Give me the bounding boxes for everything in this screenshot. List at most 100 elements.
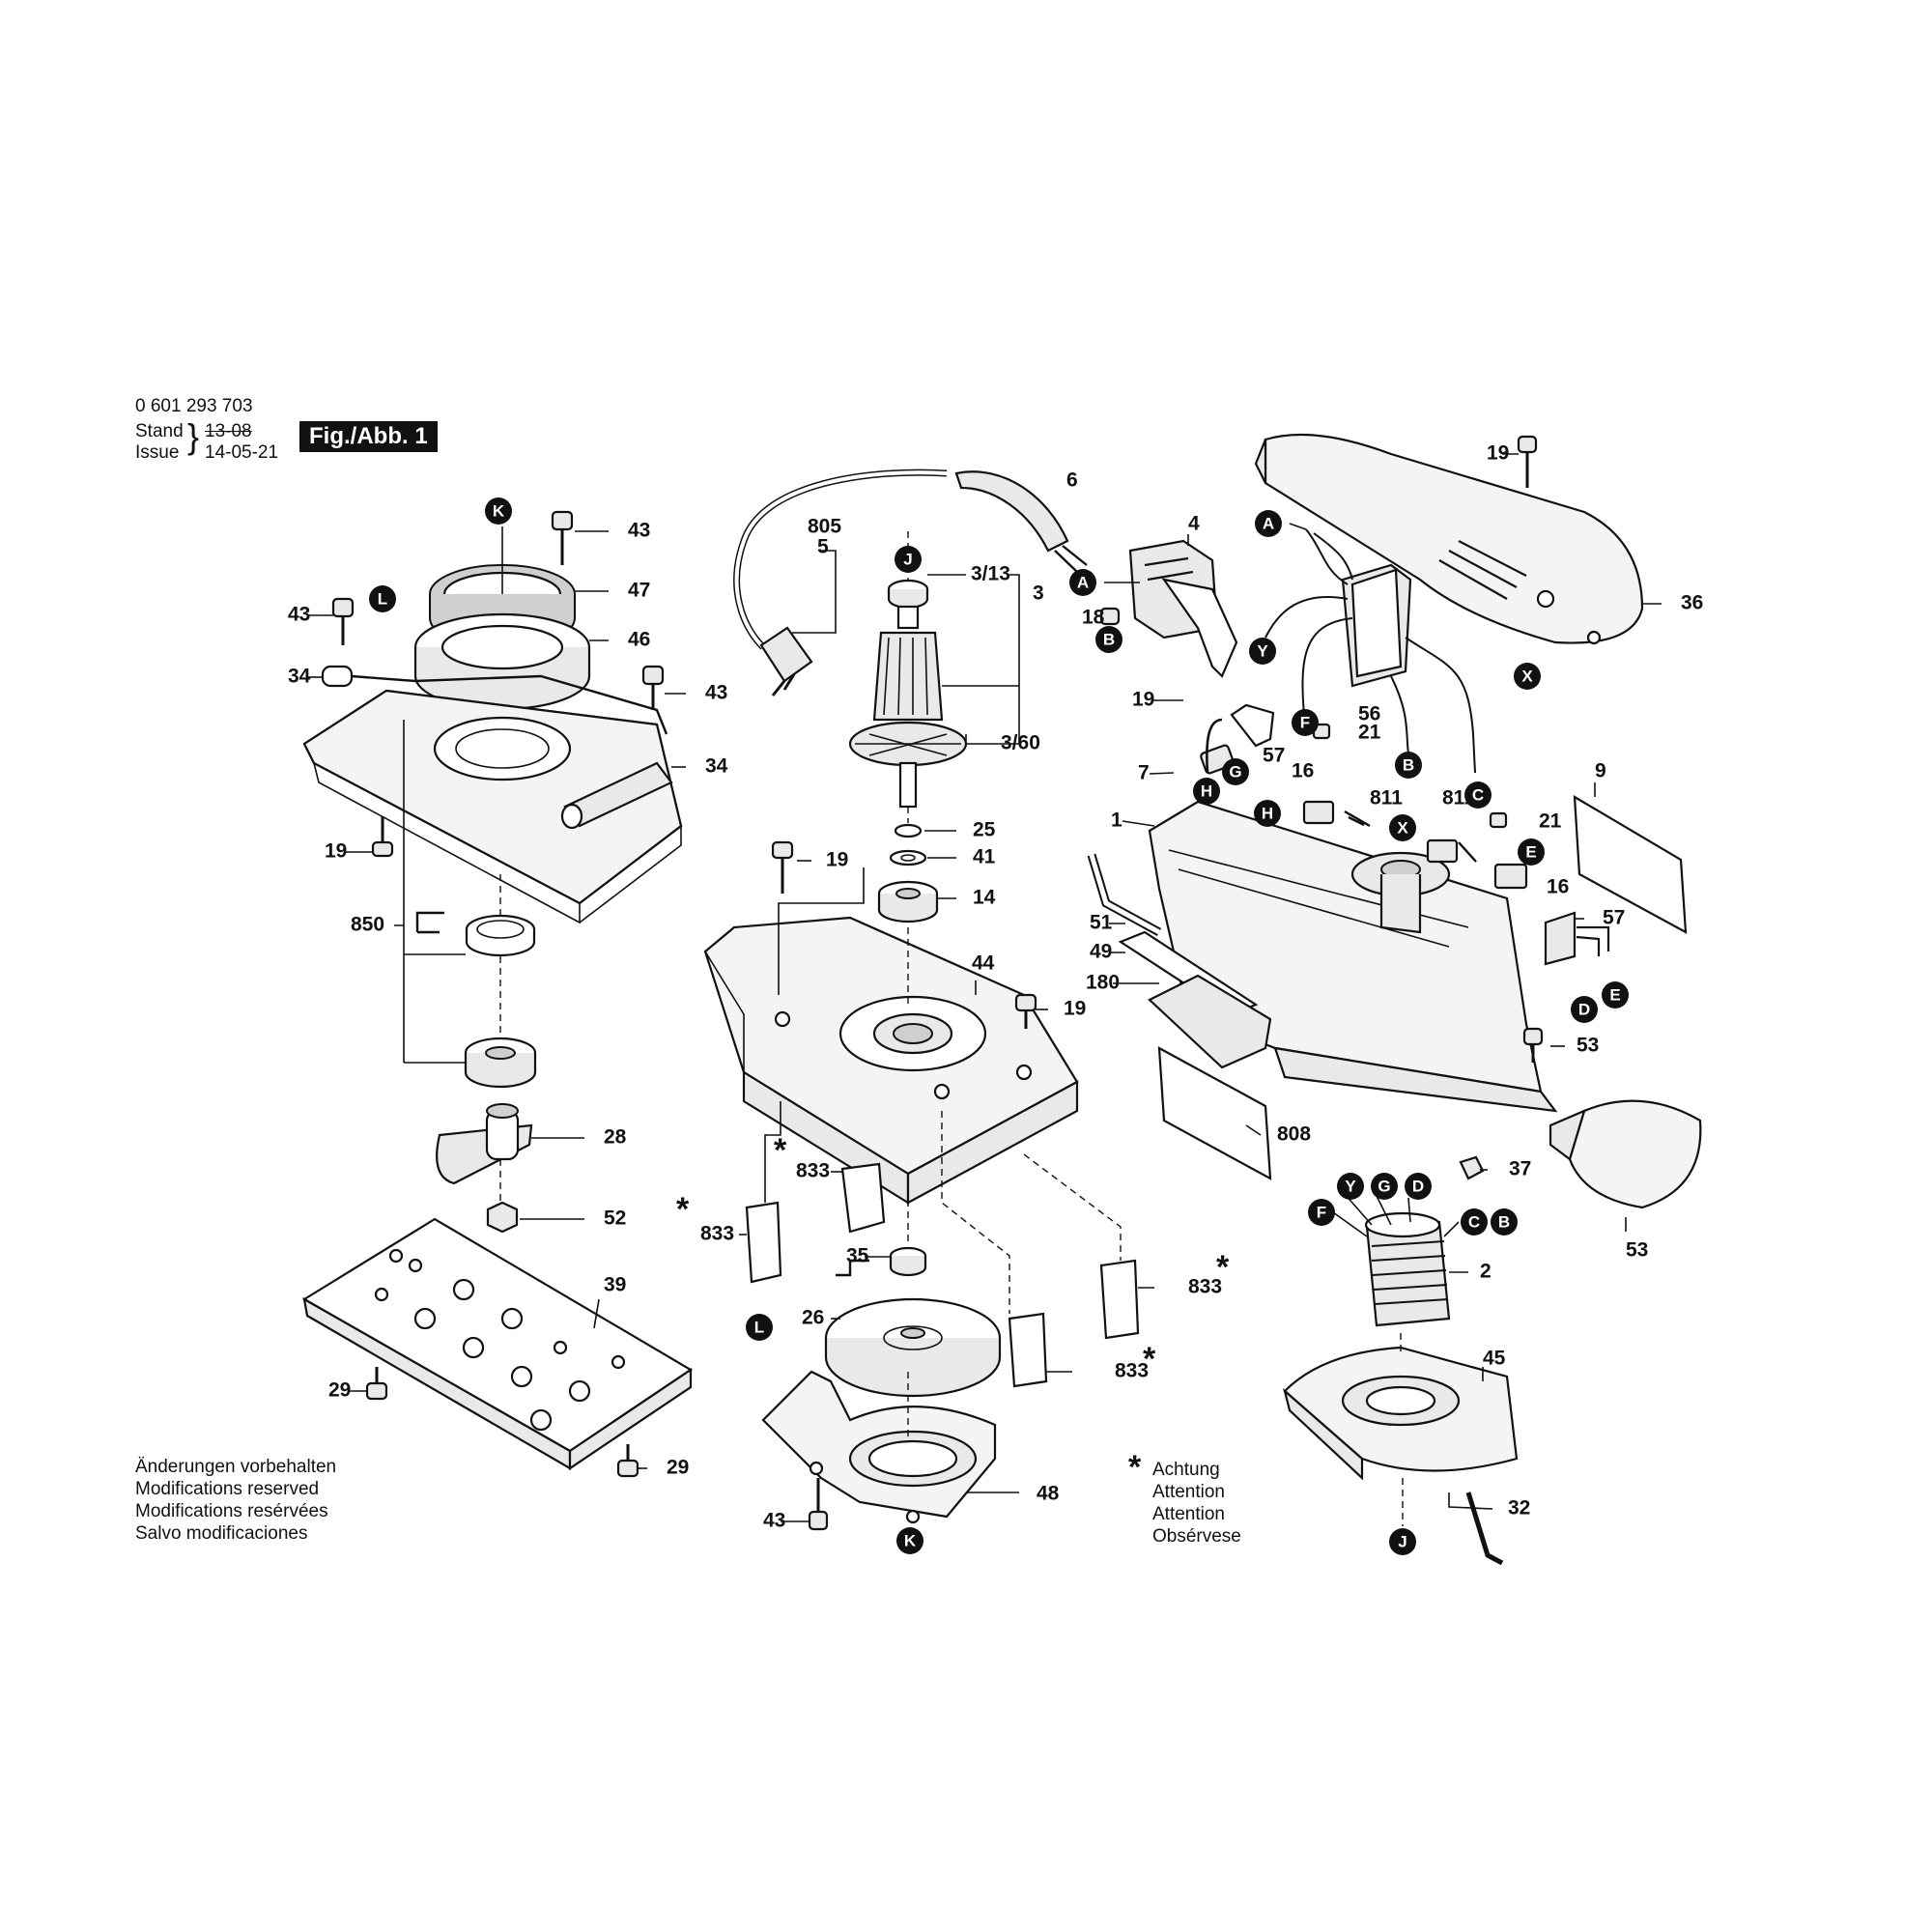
housing-plate [302, 689, 683, 924]
stand-label: Stand [135, 421, 184, 441]
switch-4 [1128, 539, 1238, 678]
badge-j: J [1389, 1528, 1416, 1555]
gear-housing-44 [703, 916, 1079, 1205]
attention-mark: * [676, 1191, 690, 1228]
svg-text:L: L [754, 1318, 764, 1336]
right-assembly-leaders [1104, 453, 1662, 1526]
counterweight-28 [436, 1103, 533, 1185]
callout-16: 16 [1292, 760, 1314, 782]
badge-k: K [896, 1527, 923, 1554]
center-screws-19 [771, 840, 1037, 1029]
svg-text:G: G [1378, 1177, 1390, 1195]
callout-37: 37 [1509, 1158, 1531, 1180]
callout-808: 808 [1277, 1123, 1311, 1146]
badge-c: C [1464, 781, 1492, 809]
callout-34: 34 [705, 755, 728, 778]
callout-51: 51 [1090, 912, 1113, 934]
callout-850: 850 [351, 914, 384, 936]
armature-3 [848, 579, 968, 809]
cable-sleeve-6 [954, 470, 1088, 573]
svg-text:E: E [1525, 842, 1536, 861]
callout-28: 28 [604, 1126, 627, 1149]
callout-16: 16 [1547, 876, 1569, 898]
callout-35: 35 [846, 1245, 869, 1267]
callout-5: 5 [817, 536, 829, 558]
spring-34-right [560, 761, 673, 830]
callout-3: 3 [1033, 582, 1044, 605]
callout-43: 43 [288, 604, 310, 626]
badge-f: F [1292, 709, 1319, 736]
brace-symbol: } [187, 416, 200, 456]
callout-811: 811 [1370, 787, 1403, 810]
note-line-es: Salvo modificaciones [135, 1523, 308, 1544]
brush-cap-57 [1544, 911, 1610, 966]
callout-833: 833 [1188, 1276, 1222, 1298]
screw-43-center [808, 1478, 829, 1531]
badge-x: X [1514, 663, 1541, 690]
callout-6: 6 [1066, 469, 1078, 492]
issue-label: Issue [135, 442, 180, 463]
callout-9: 9 [1595, 760, 1606, 782]
callout-26: 26 [802, 1307, 824, 1329]
badge-d: D [1405, 1173, 1432, 1200]
svg-text:H: H [1201, 781, 1212, 800]
callout-47: 47 [628, 580, 650, 602]
ball-bearing [464, 1037, 537, 1089]
plate-808 [1157, 1046, 1272, 1180]
callout-7: 7 [1138, 762, 1150, 784]
callout-46: 46 [628, 629, 650, 651]
badge-g: G [1371, 1173, 1398, 1200]
badge-l: L [369, 585, 396, 612]
badge-h: H [1254, 800, 1281, 827]
callout-43: 43 [628, 520, 650, 542]
washers-25-41 [889, 823, 927, 867]
callout-41: 41 [973, 846, 996, 868]
attention-line-es: Obsérvese [1152, 1526, 1241, 1547]
wire-32 [1465, 1492, 1504, 1566]
bearing-14 [877, 880, 939, 923]
note-line-en: Modifications reserved [135, 1479, 320, 1499]
bearing-seal [465, 914, 536, 957]
fan-cover-48 [761, 1370, 997, 1524]
callout-56: 56 [1358, 703, 1380, 725]
svg-text:A: A [1077, 573, 1089, 591]
badge-f: F [1308, 1199, 1335, 1226]
terminal-block-56 [1264, 528, 1476, 774]
badge-y: Y [1249, 638, 1276, 665]
callout-39: 39 [604, 1274, 626, 1296]
note-line-fr: Modifications resérvées [135, 1501, 328, 1521]
callout-49: 49 [1090, 941, 1112, 963]
callout-43: 43 [705, 682, 727, 704]
badge-y: Y [1337, 1173, 1364, 1200]
svg-text:G: G [1229, 762, 1241, 781]
callout-833: 833 [700, 1223, 734, 1245]
modification-notes: Änderungen vorbehalten Modifications res… [135, 1456, 336, 1545]
svg-text:J: J [903, 550, 912, 568]
field-coil-2 [1364, 1211, 1451, 1327]
callout-57: 57 [1603, 907, 1625, 929]
callout-53: 53 [1577, 1035, 1599, 1057]
svg-text:D: D [1578, 1000, 1590, 1018]
svg-text:H: H [1262, 804, 1273, 822]
svg-text:K: K [904, 1531, 917, 1549]
callout-52: 52 [604, 1208, 626, 1230]
nut-52 [486, 1201, 519, 1234]
attention-line-de: Achtung [1152, 1460, 1220, 1480]
clamp-49-180 [1118, 930, 1272, 1069]
badge-l: L [746, 1314, 773, 1341]
svg-text:F: F [1317, 1203, 1326, 1221]
callout-36: 36 [1681, 592, 1703, 614]
svg-text:A: A [1263, 514, 1274, 532]
dust-box-53 [1522, 1027, 1702, 1209]
attention-symbol: * [1128, 1449, 1142, 1486]
svg-text:F: F [1300, 713, 1310, 731]
callout-45: 45 [1483, 1348, 1506, 1370]
feet-833 [745, 1162, 1140, 1388]
callout-3-13: 3/13 [971, 563, 1010, 585]
badge-a: A [1255, 510, 1282, 537]
callout-2: 2 [1480, 1261, 1492, 1283]
badge-j: J [895, 546, 922, 573]
callout-19: 19 [1064, 998, 1086, 1020]
svg-text:C: C [1472, 785, 1484, 804]
